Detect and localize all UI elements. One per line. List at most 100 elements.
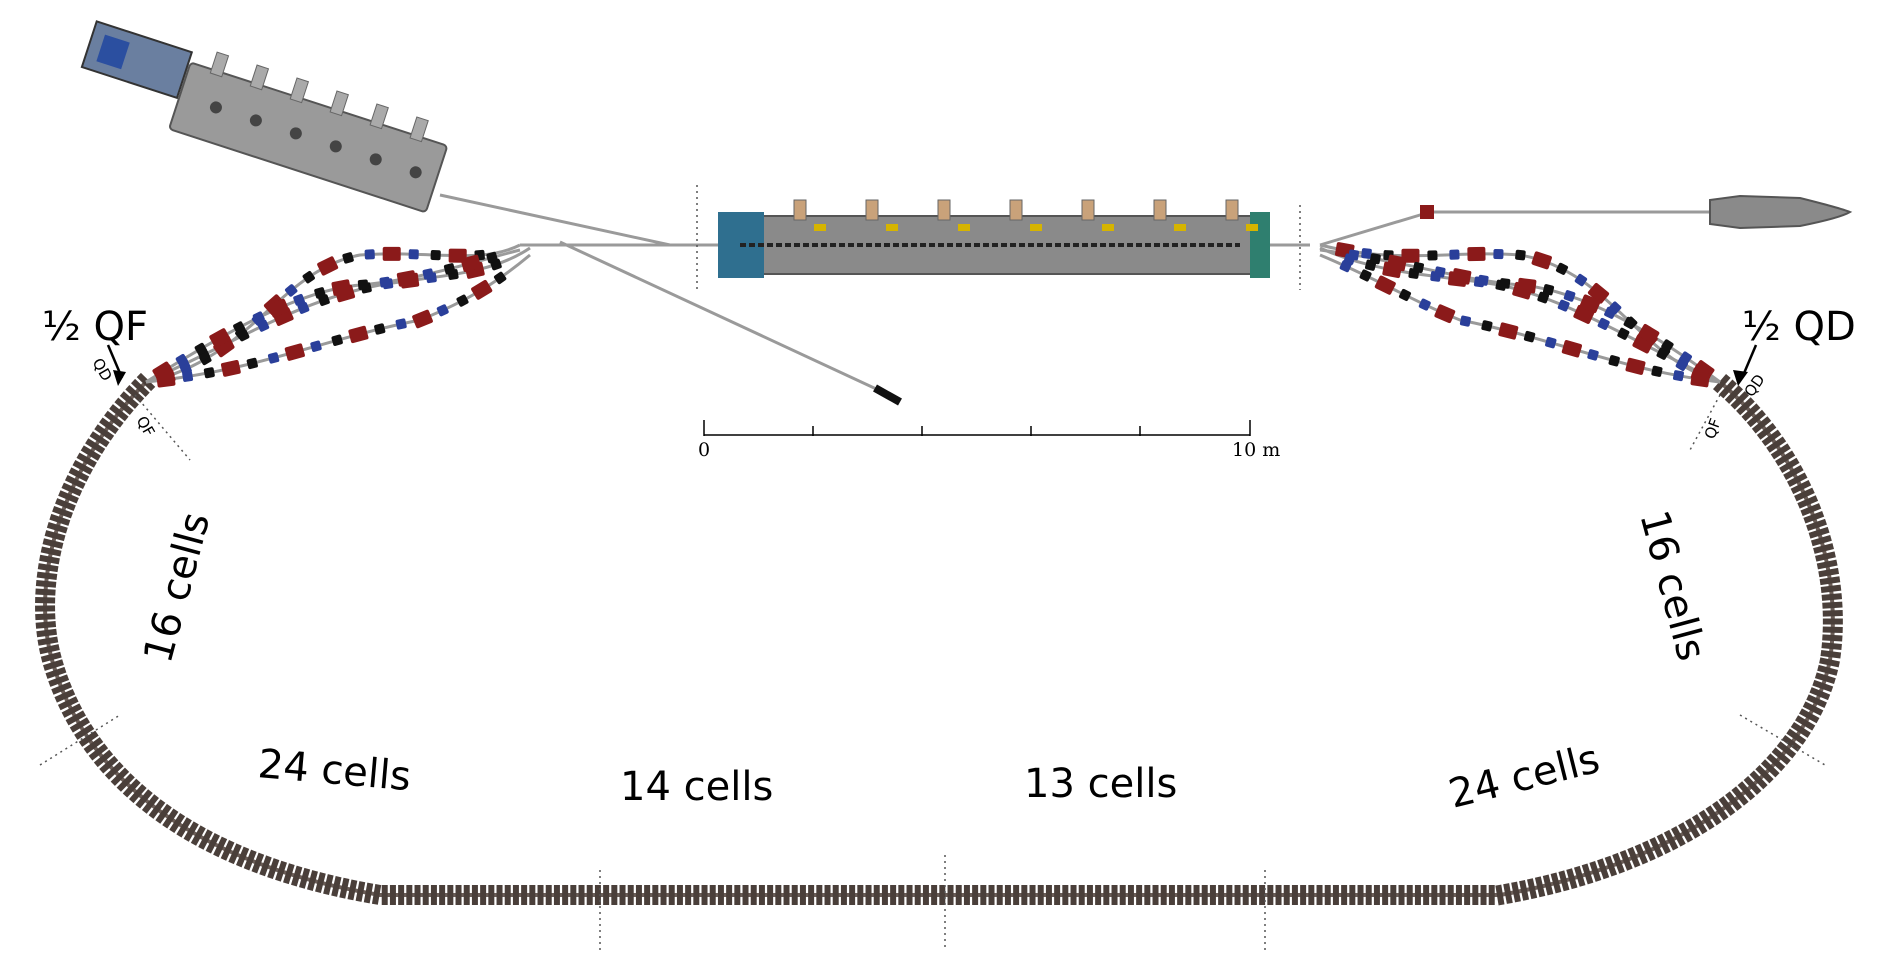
ring-cell-magnet bbox=[1705, 805, 1722, 826]
injector-coupler bbox=[289, 77, 310, 104]
ring-cell-magnet bbox=[1193, 885, 1200, 905]
ring-cell-magnet bbox=[83, 737, 104, 754]
ring-cell-magnet bbox=[205, 832, 220, 854]
quadrupole-magnet bbox=[293, 293, 305, 306]
ring-cell-magnet bbox=[85, 438, 106, 455]
ring-cell-magnet bbox=[339, 877, 350, 899]
ring-cell-magnet bbox=[1566, 868, 1578, 890]
scale-end-label: 10 m bbox=[1232, 439, 1280, 461]
ring-cell-magnet bbox=[1809, 687, 1831, 701]
ring-cell-magnet bbox=[1766, 436, 1787, 453]
ring-cell-magnet bbox=[162, 808, 179, 829]
ring-cell-magnet bbox=[190, 825, 206, 846]
dipole-magnet bbox=[317, 256, 339, 276]
injector-cavity bbox=[409, 166, 422, 179]
ring-cell-magnet bbox=[570, 885, 577, 905]
right-spreader bbox=[1319, 242, 1721, 388]
ring-cell-magnet bbox=[1821, 593, 1843, 601]
ring-cell-magnet bbox=[35, 605, 56, 612]
ring-cell-magnet bbox=[1691, 814, 1708, 835]
ring-cell-magnet bbox=[1558, 870, 1570, 892]
ring-cell-magnet bbox=[1760, 759, 1780, 778]
ring-cell-magnet bbox=[1581, 863, 1594, 885]
ring-cell-magnet bbox=[660, 885, 667, 905]
quadrupole-magnet bbox=[1348, 249, 1360, 261]
injector-cavity bbox=[329, 140, 342, 153]
ring-cell-magnet bbox=[122, 778, 141, 798]
section-dividers bbox=[39, 185, 1826, 950]
ring-cell-magnet bbox=[35, 613, 56, 621]
ring-cell-magnet bbox=[1423, 885, 1430, 905]
ring-cell-magnet bbox=[1817, 664, 1839, 676]
ring-cell-magnet bbox=[1756, 422, 1777, 440]
ring-cell-magnet bbox=[627, 885, 634, 905]
ring-cell-magnet bbox=[1812, 679, 1834, 693]
ring-cell-magnet bbox=[213, 836, 228, 858]
ring-cell-magnet bbox=[1822, 618, 1843, 625]
ring-cell-magnet bbox=[1447, 885, 1454, 905]
ring-cell-magnet bbox=[496, 885, 503, 905]
ring-cell-magnet bbox=[480, 885, 487, 905]
ring-cell-magnet bbox=[1431, 885, 1438, 905]
ring-cell-magnet bbox=[1488, 885, 1495, 905]
ring-cell-magnet bbox=[74, 723, 95, 740]
dipole-magnet bbox=[1374, 275, 1396, 295]
ring-cell-magnet bbox=[38, 644, 60, 655]
ring-cell-magnet bbox=[80, 445, 101, 461]
ring-cell-magnet bbox=[693, 885, 700, 905]
ring-cell-magnet bbox=[114, 397, 134, 416]
ring-cell-magnet bbox=[996, 885, 1003, 905]
dipole-magnet bbox=[460, 254, 481, 272]
ring-cell-magnet bbox=[307, 870, 318, 891]
ring-cell-magnet bbox=[1790, 479, 1812, 495]
ring-cell-magnet bbox=[363, 882, 374, 904]
ring-cell-magnet bbox=[1291, 885, 1298, 905]
ring-cell-magnet bbox=[1511, 881, 1521, 903]
quadrupole-magnet bbox=[1493, 248, 1504, 260]
ring-cell-magnet bbox=[1127, 885, 1134, 905]
ring-cell-magnet bbox=[1250, 885, 1257, 905]
ring-cell-magnet bbox=[251, 852, 265, 874]
ring-cell-magnet bbox=[1770, 443, 1791, 460]
ring-cell-magnet bbox=[1472, 885, 1479, 905]
ring-cell-magnet bbox=[48, 674, 70, 687]
ring-cell-magnet bbox=[1755, 764, 1774, 784]
ring-cell-magnet bbox=[275, 860, 288, 882]
ring-cell-magnet bbox=[116, 773, 135, 792]
dipole-magnet bbox=[284, 343, 305, 361]
ring-cell-magnet bbox=[290, 865, 303, 887]
dipole-magnet bbox=[1451, 268, 1472, 285]
cryomodule-coupler bbox=[937, 199, 951, 221]
quadrupole-magnet bbox=[1427, 250, 1438, 261]
ring-cell-magnet bbox=[1814, 672, 1836, 685]
ring-cell-magnet bbox=[840, 885, 847, 905]
quadrupole-magnet bbox=[252, 311, 265, 324]
quadrupole-magnet bbox=[1557, 299, 1570, 312]
quadrupole-magnet bbox=[1369, 253, 1381, 265]
ring-cell-magnet bbox=[347, 879, 358, 901]
ring-cell-magnet bbox=[155, 803, 172, 824]
ring-cell-magnet bbox=[1678, 822, 1694, 843]
ring-cell-magnet bbox=[1021, 885, 1028, 905]
ring-cell-magnet bbox=[61, 482, 83, 497]
scale-bar: 0 10 m bbox=[698, 420, 1280, 461]
ring-cell-magnet bbox=[406, 885, 413, 905]
quadrupole-magnet bbox=[1679, 351, 1692, 364]
ring-cell-magnet bbox=[40, 546, 62, 557]
ring-cell-magnet bbox=[243, 849, 257, 871]
ring-cell-magnet bbox=[1712, 374, 1731, 394]
ring-cell-magnet bbox=[37, 563, 59, 573]
ring-cell-magnet bbox=[1775, 450, 1796, 467]
ring-cell-magnet bbox=[1725, 791, 1743, 811]
ring-cell-magnet bbox=[717, 885, 724, 905]
ring-cell-magnet bbox=[1589, 861, 1602, 882]
ring-cell-magnet bbox=[1029, 885, 1036, 905]
ring-cell-magnet bbox=[1373, 885, 1380, 905]
ring-cell-magnet bbox=[791, 885, 798, 905]
ring-cell-magnet bbox=[1111, 885, 1118, 905]
ring-cell-magnet bbox=[398, 885, 405, 905]
quadrupole-magnet bbox=[233, 321, 246, 334]
cryomodule-tuner bbox=[1246, 224, 1258, 231]
ring-cell-magnet bbox=[1234, 885, 1241, 905]
